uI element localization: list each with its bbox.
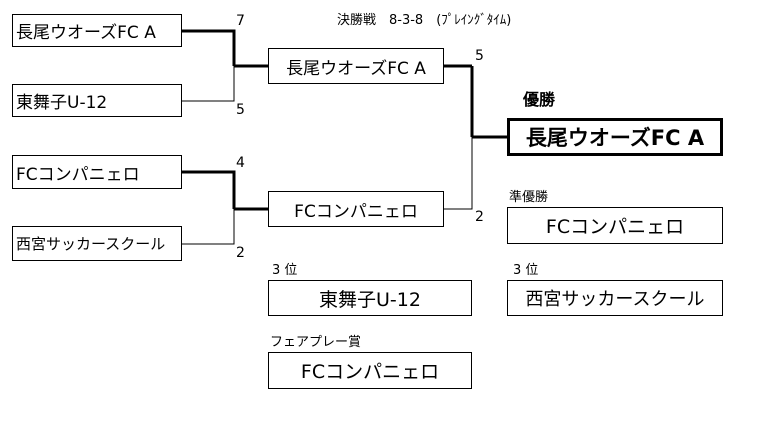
third-place-label-right: 3 位 [513, 263, 539, 278]
third-place-label-left: 3 位 [272, 263, 298, 278]
score-r1-4: 2 [236, 245, 245, 261]
team-name: 長尾ウオーズFC A [525, 126, 705, 150]
team-box-r1-3: FCコンパニェロ [12, 155, 182, 189]
team-name: FCコンパニェロ [294, 201, 418, 222]
third-place-box-left: 東舞子U-12 [268, 280, 472, 316]
page-title: 決勝戦 8-3-8 (ﾌﾟﾚｲﾝｸﾞﾀｲﾑ) [337, 13, 512, 28]
score-r1-2: 5 [236, 102, 245, 118]
team-name: 東舞子U-12 [319, 288, 421, 311]
third-place-box-right: 西宮サッカースクール [507, 280, 723, 316]
fairplay-label: フェアプレー賞 [270, 335, 362, 350]
score-r1-1: 7 [236, 13, 245, 29]
champion-label: 優勝 [523, 90, 556, 109]
team-name: FCコンパニェロ [300, 361, 440, 383]
line-final-bottom [444, 137, 473, 210]
team-box-semi-2: FCコンパニェロ [268, 191, 444, 227]
fairplay-box: FCコンパニェロ [268, 352, 472, 389]
runner-up-box: FCコンパニェロ [507, 207, 723, 244]
team-name: 西宮サッカースクール [16, 235, 166, 253]
line-m2-top [182, 170, 236, 209]
score-semi-1: 5 [475, 48, 484, 64]
team-box-semi-1: 長尾ウオーズFC A [268, 48, 444, 84]
score-r1-3: 4 [236, 155, 245, 171]
runner-up-label: 準優勝 [509, 190, 549, 205]
team-name: FCコンパニェロ [16, 164, 140, 185]
line-m1-top [182, 29, 236, 66]
team-name: FCコンパニェロ [545, 216, 685, 238]
team-box-r1-2: 東舞子U-12 [12, 84, 182, 117]
team-name: 長尾ウオーズFC A [16, 23, 156, 43]
team-name: 長尾ウオーズFC A [286, 58, 426, 79]
line-m2-bottom [182, 209, 235, 245]
score-semi-2: 2 [475, 209, 484, 225]
team-box-r1-1: 長尾ウオーズFC A [12, 14, 182, 47]
team-box-r1-4: 西宮サッカースクール [12, 226, 182, 261]
line-m1-bottom [182, 66, 235, 102]
champion-box: 長尾ウオーズFC A [507, 118, 723, 156]
team-name: 西宮サッカースクール [525, 289, 705, 310]
team-name: 東舞子U-12 [16, 93, 108, 113]
